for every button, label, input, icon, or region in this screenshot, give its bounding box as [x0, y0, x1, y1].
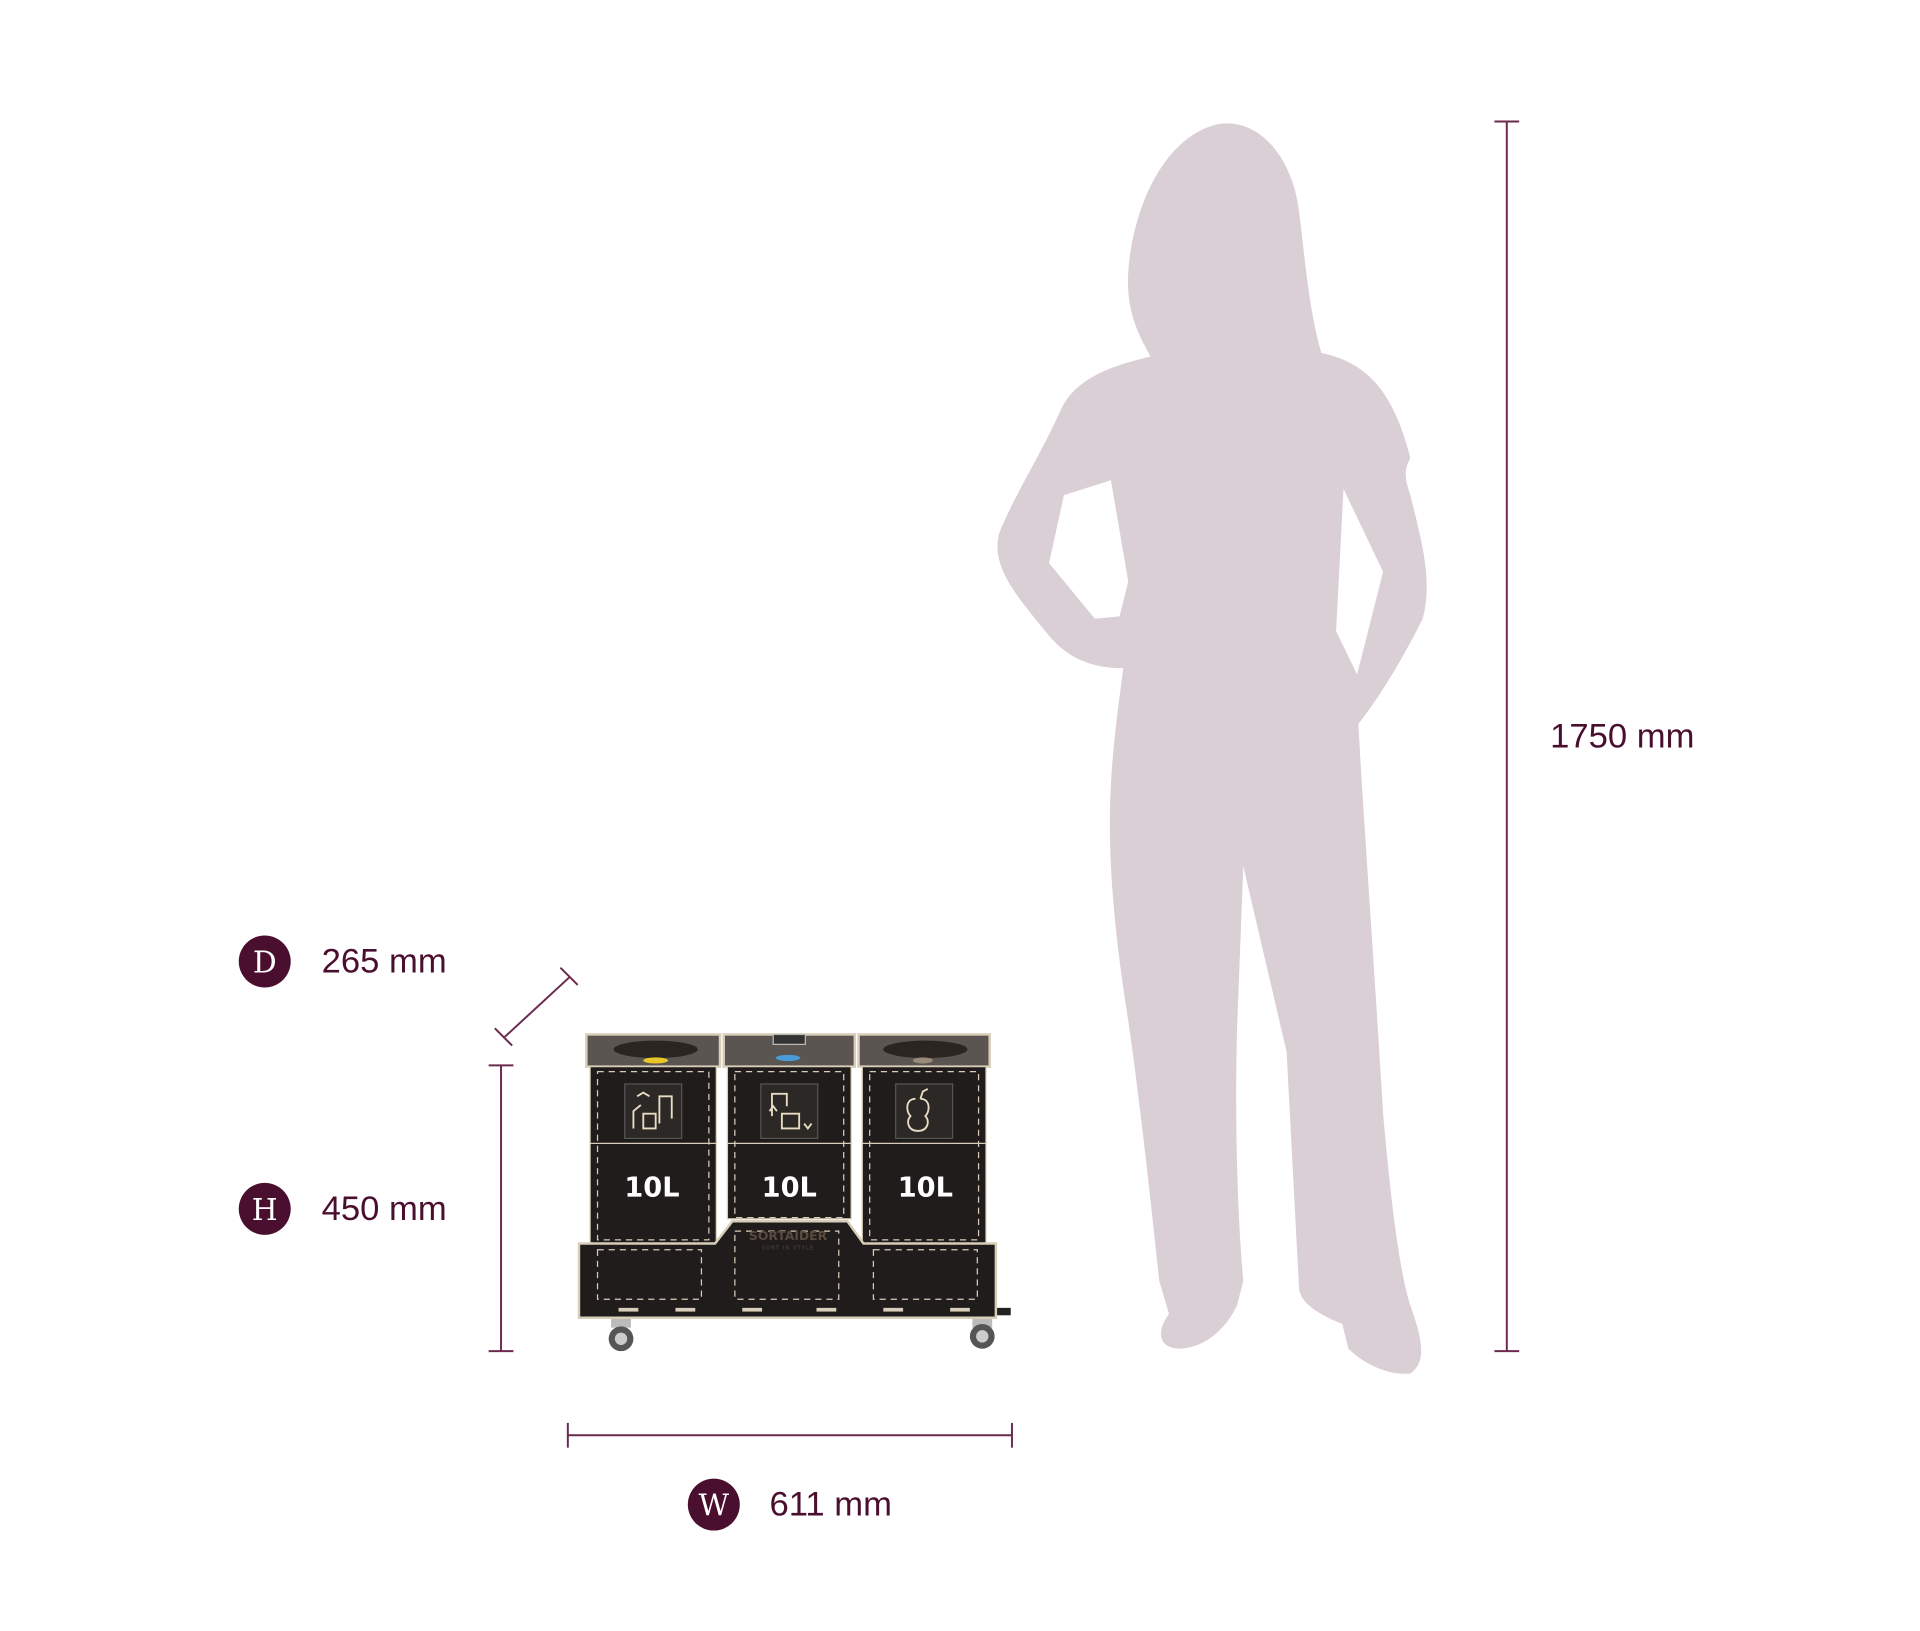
- bin: 10L: [857, 1033, 991, 1247]
- sorter-base: SORTAIDER SORT IN STYLE: [577, 1220, 998, 1320]
- packaging-recycle-icon: [632, 1091, 673, 1130]
- width-line: [566, 1422, 1013, 1448]
- svg-text:H: H: [252, 1193, 278, 1228]
- brand-logo: SORTAIDER: [749, 1229, 828, 1243]
- waste-sorter-product: 10L 10L 10L: [577, 1033, 1011, 1352]
- bin-capacity: 10L: [898, 1173, 953, 1204]
- width-badge: [687, 1478, 740, 1531]
- svg-text:D: D: [253, 946, 277, 981]
- caster-wheel: [608, 1315, 634, 1352]
- depth-badge: [238, 935, 291, 988]
- depth-value: 265 mm: [322, 943, 447, 981]
- apple-core-icon: [906, 1088, 930, 1132]
- depth-label: D 265 mm: [238, 935, 447, 988]
- brand-tagline: SORT IN STYLE: [762, 1246, 815, 1252]
- bin-capacity: 10L: [624, 1173, 679, 1204]
- person-silhouette: [997, 123, 1427, 1374]
- person-height-line: [1494, 120, 1520, 1353]
- width-value: 611 mm: [769, 1486, 892, 1524]
- paper-recycle-icon: [768, 1092, 813, 1131]
- height-label: H 450 mm: [238, 1182, 447, 1235]
- width-label: W 611 mm: [687, 1478, 892, 1531]
- caster-wheel: [969, 1307, 1011, 1349]
- bin: 10L: [585, 1033, 722, 1247]
- svg-text:W: W: [699, 1489, 730, 1524]
- depth-line: [494, 966, 579, 1047]
- bin-capacity: 10L: [762, 1173, 817, 1204]
- height-line: [488, 1064, 514, 1353]
- bin: 10L: [722, 1033, 857, 1220]
- height-value: 450 mm: [322, 1190, 447, 1228]
- person-height-label: 1750 mm: [1550, 717, 1694, 755]
- height-badge: [238, 1182, 291, 1235]
